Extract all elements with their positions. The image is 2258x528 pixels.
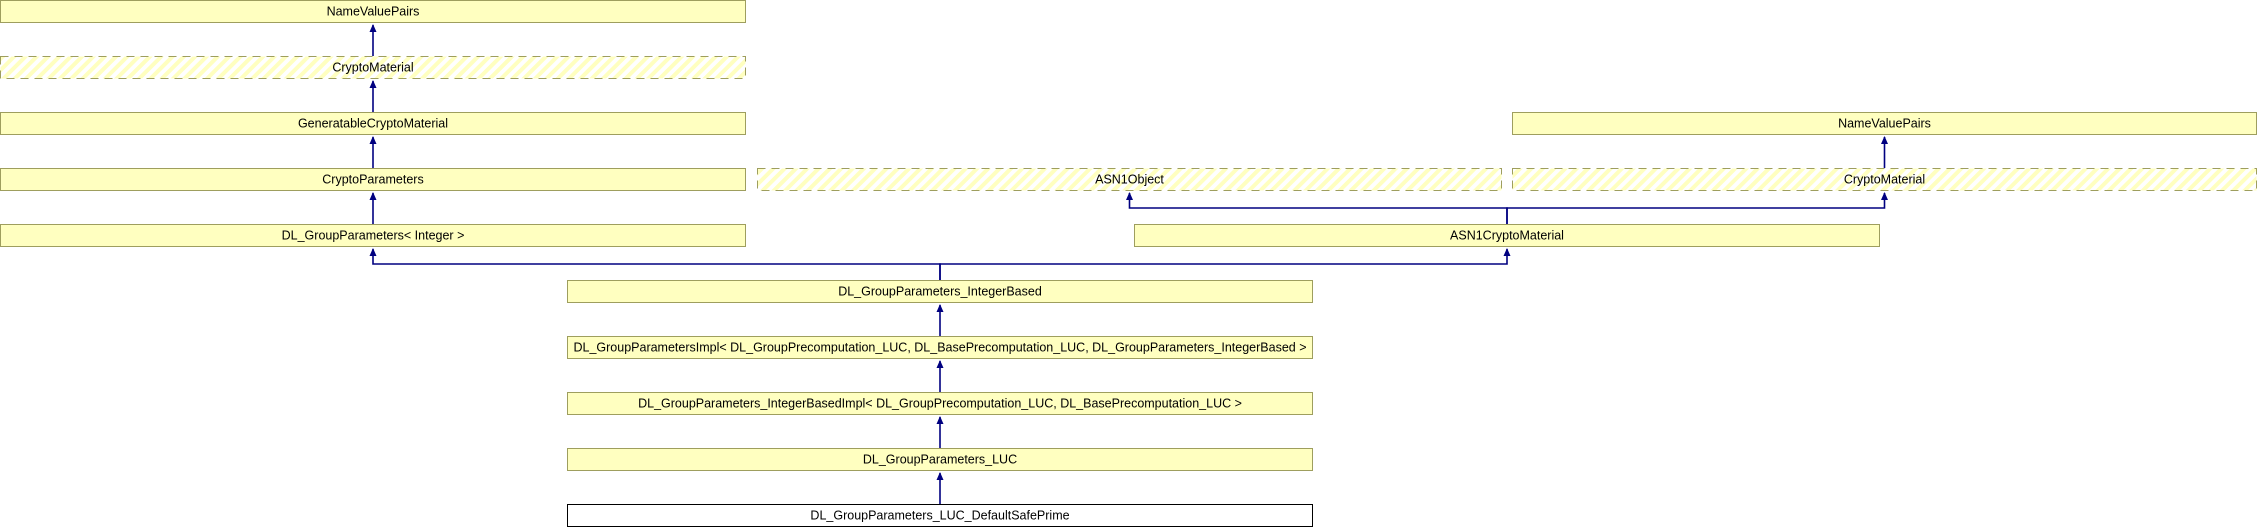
class-box <box>567 392 1313 415</box>
arrowhead-icon <box>369 24 377 32</box>
class-box <box>0 224 746 247</box>
class-box <box>0 112 746 135</box>
class-box <box>0 0 746 23</box>
class-node-cm1[interactable]: CryptoMaterial <box>0 56 746 79</box>
class-label: DL_GroupParameters< Integer > <box>282 229 465 243</box>
inheritance-edge-asn1cm-to-asn1obj <box>1128 193 1508 224</box>
class-box <box>567 504 1313 527</box>
class-label: DL_GroupParameters_LUC <box>863 453 1017 467</box>
arrowhead-icon <box>1881 136 1888 144</box>
class-box <box>567 280 1313 303</box>
class-node-luc[interactable]: DL_GroupParameters_LUC <box>567 448 1313 471</box>
class-node-ib[interactable]: DL_GroupParameters_IntegerBased <box>567 280 1313 303</box>
class-box <box>0 56 746 79</box>
class-box <box>567 448 1313 471</box>
arrowhead-icon <box>369 80 377 88</box>
class-label: NameValuePairs <box>327 5 420 19</box>
class-node-impl[interactable]: DL_GroupParametersImpl< DL_GroupPrecompu… <box>567 336 1313 359</box>
arrowhead-icon <box>369 136 377 144</box>
class-label: CryptoParameters <box>322 173 423 187</box>
arrowhead-icon <box>936 304 944 312</box>
class-label: DL_GroupParameters_IntegerBased <box>838 285 1042 299</box>
arrowhead-icon <box>936 416 944 424</box>
class-label: ASN1Object <box>1095 173 1164 187</box>
class-label: DL_GroupParameters_IntegerBasedImpl< DL_… <box>638 397 1242 411</box>
class-label: NameValuePairs <box>1838 117 1931 131</box>
arrowhead-icon <box>369 192 377 200</box>
class-node-cm2[interactable]: CryptoMaterial <box>1512 168 2257 191</box>
class-node-cp[interactable]: CryptoParameters <box>0 168 746 191</box>
class-label: GeneratableCryptoMaterial <box>298 117 448 131</box>
class-label: DL_GroupParametersImpl< DL_GroupPrecompu… <box>573 341 1306 355</box>
class-node-asn1cm[interactable]: ASN1CryptoMaterial <box>1134 224 1880 247</box>
class-node-safeprime[interactable]: DL_GroupParameters_LUC_DefaultSafePrime <box>567 504 1313 527</box>
arrowhead-icon <box>1503 248 1511 256</box>
arrowhead-icon <box>1881 192 1888 200</box>
class-box <box>1512 168 2257 191</box>
arrowhead-icon <box>936 472 944 480</box>
class-node-nvp2[interactable]: NameValuePairs <box>1512 112 2257 135</box>
class-box <box>1134 224 1880 247</box>
class-box <box>757 168 1502 191</box>
class-node-asn1obj[interactable]: ASN1Object <box>757 168 1502 191</box>
arrowhead-icon <box>1126 192 1133 200</box>
class-label: DL_GroupParameters_LUC_DefaultSafePrime <box>810 509 1069 523</box>
class-box <box>1512 112 2257 135</box>
inheritance-edge-ib-to-asn1cm <box>939 249 1508 280</box>
class-label: CryptoMaterial <box>332 61 413 75</box>
class-label: ASN1CryptoMaterial <box>1450 229 1564 243</box>
class-box <box>0 168 746 191</box>
class-box <box>567 336 1313 359</box>
inheritance-edge-ib-to-dlgpi <box>372 249 941 280</box>
class-node-nvp1[interactable]: NameValuePairs <box>0 0 746 23</box>
edges-layer <box>369 24 1888 504</box>
class-label: CryptoMaterial <box>1844 173 1925 187</box>
inheritance-edge-asn1cm-to-cm2 <box>1506 193 1886 224</box>
class-node-dlgpi[interactable]: DL_GroupParameters< Integer > <box>0 224 746 247</box>
arrowhead-icon <box>936 360 944 368</box>
class-node-gcm[interactable]: GeneratableCryptoMaterial <box>0 112 746 135</box>
class-node-ibimpl[interactable]: DL_GroupParameters_IntegerBasedImpl< DL_… <box>567 392 1313 415</box>
arrowhead-icon <box>369 248 377 256</box>
